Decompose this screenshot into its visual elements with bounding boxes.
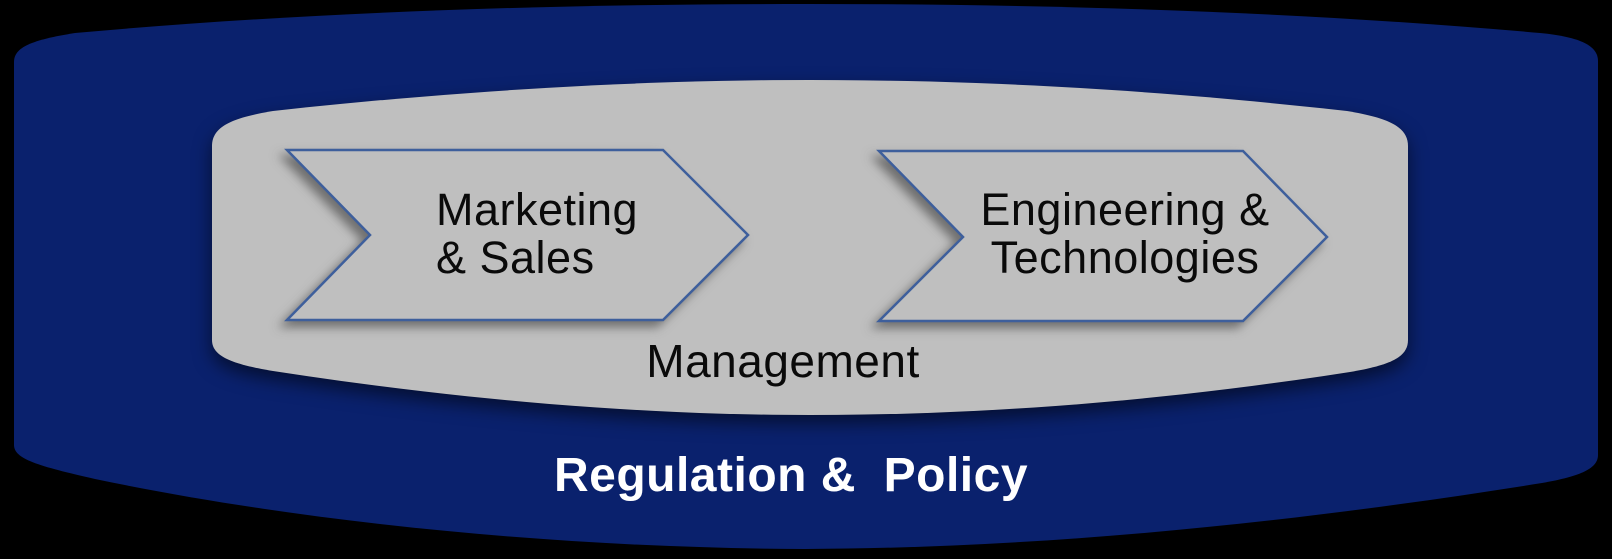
marketing-sales-chevron: [284, 148, 750, 322]
engineering-technologies-chevron: [875, 149, 1329, 323]
